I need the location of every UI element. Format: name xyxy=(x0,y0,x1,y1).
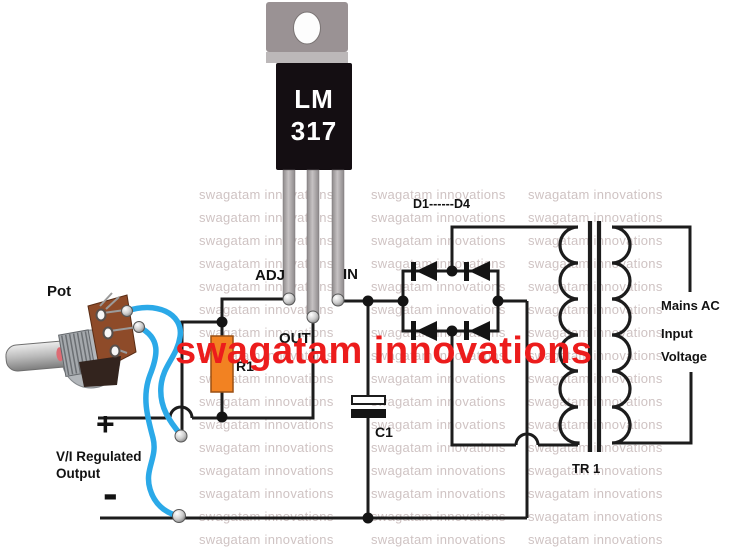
watermark-text: swagatam innovations xyxy=(199,486,334,501)
mains-label-line3: Voltage xyxy=(661,349,707,364)
plus-rail-to-out xyxy=(192,320,315,420)
potentiometer xyxy=(5,292,138,389)
resistor-r1 xyxy=(210,335,234,393)
watermark-text: swagatam innovations xyxy=(528,532,663,547)
watermark-text: swagatam innovations xyxy=(371,348,506,363)
watermark-text: swagatam innovations xyxy=(528,210,663,225)
pot-label: Pot xyxy=(47,283,72,300)
watermark-text: swagatam innovations xyxy=(371,187,506,202)
r1-label: R1 xyxy=(236,358,254,374)
primary-top-lead xyxy=(612,225,692,292)
lm317-body xyxy=(276,63,352,170)
adj-to-pot-wire xyxy=(180,320,222,433)
watermark-text: swagatam innovations xyxy=(371,371,506,386)
watermark-text: swagatam innovations xyxy=(371,233,506,248)
lm317-tab-band xyxy=(266,52,348,63)
tr1-label: TR 1 xyxy=(572,461,601,476)
watermark-text: swagatam innovations xyxy=(199,417,334,432)
watermark-text: swagatam innovations xyxy=(199,440,334,455)
lm317-pin-out xyxy=(306,169,320,316)
watermark-text: swagatam innovations xyxy=(528,325,663,340)
pot-underside xyxy=(79,356,121,387)
watermark-text: swagatam innovations xyxy=(371,279,506,294)
watermark-text: swagatam innovations xyxy=(528,463,663,478)
primary-bottom-lead xyxy=(612,372,693,445)
pot-terminals xyxy=(95,308,121,358)
watermark-text: swagatam innovations xyxy=(371,532,506,547)
diode-d1 xyxy=(411,261,437,281)
adj-pin-label: ADJ xyxy=(255,267,286,284)
out-pin-label: OUT xyxy=(279,330,311,347)
transformer xyxy=(558,221,693,452)
watermark-text: swagatam innovations xyxy=(199,256,334,271)
secondary-winding xyxy=(558,225,580,445)
diode-d2 xyxy=(464,261,490,281)
in-pin-label: IN xyxy=(343,266,358,283)
watermark-text: swagatam innovations xyxy=(528,486,663,501)
bridge-top-wire xyxy=(450,225,578,271)
diode-d4 xyxy=(464,321,490,341)
lm317-package xyxy=(266,2,352,316)
c1-label: C1 xyxy=(375,424,393,440)
watermark-text: swagatam innovations xyxy=(371,417,506,432)
watermark-text: swagatam innovations xyxy=(199,187,334,202)
plus-rail-hop xyxy=(168,405,194,419)
transformer-core xyxy=(587,221,602,452)
pot-terminal-pins xyxy=(99,292,138,354)
watermark-text: swagatam innovations xyxy=(371,486,506,501)
watermark-text: swagatam innovations xyxy=(528,256,663,271)
output-label-line2: Output xyxy=(56,466,101,481)
red-watermark: swagatam innovations xyxy=(175,330,593,372)
adj-wire xyxy=(220,297,289,322)
pin-ball-adj xyxy=(282,292,296,306)
diodes-label: D1------D4 xyxy=(413,197,470,211)
bridge-rectifier xyxy=(411,261,490,341)
watermark-text: swagatam innovations xyxy=(199,532,334,547)
watermark-text: swagatam innovations xyxy=(199,210,334,225)
watermark-text: swagatam innovations xyxy=(199,279,334,294)
mains-label-line1: Mains AC xyxy=(661,298,720,313)
ball-ground-joint xyxy=(172,509,186,523)
pot-ball-2 xyxy=(133,321,145,333)
watermark-text: swagatam innovations xyxy=(199,302,334,317)
watermark-text: swagatam innovations xyxy=(371,210,506,225)
watermark-text: swagatam innovations xyxy=(199,463,334,478)
blue-wire-adj xyxy=(124,304,184,438)
pin-ball-in xyxy=(331,293,345,307)
watermark-text: swagatam innovations xyxy=(199,394,334,409)
blue-wire-ground xyxy=(136,324,181,519)
lm317-label-line2: 317 xyxy=(290,116,338,146)
ball-adj-joint xyxy=(174,429,188,443)
capacitor-c1 xyxy=(351,395,386,418)
bridge-bottom-wire xyxy=(450,331,516,447)
output-label-line1: V/I Regulated xyxy=(56,449,142,464)
minus-terminal-label: - xyxy=(103,469,118,518)
watermark-text: swagatam innovations xyxy=(528,187,663,202)
watermark-text: swagatam innovations xyxy=(371,256,506,271)
connector-balls xyxy=(121,292,345,523)
watermark-text: swagatam innovations xyxy=(371,394,506,409)
mains-label-line2: Input xyxy=(661,326,693,341)
watermark-text: swagatam innovations xyxy=(371,463,506,478)
pot-ball-1 xyxy=(121,305,133,317)
primary-winding xyxy=(611,225,632,445)
bridge-outline xyxy=(401,269,500,333)
lm317-label-line1: LM xyxy=(294,84,334,114)
watermark-text: swagatam innovations xyxy=(528,509,663,524)
watermark-text: swagatam innovations xyxy=(199,233,334,248)
junction-dots xyxy=(216,265,504,524)
lm317-mount-hole xyxy=(293,11,321,45)
diode-d3 xyxy=(411,321,437,341)
blue-wires xyxy=(124,304,184,519)
plus-terminal-label: + xyxy=(96,406,115,442)
pin-ball-out xyxy=(306,310,320,324)
